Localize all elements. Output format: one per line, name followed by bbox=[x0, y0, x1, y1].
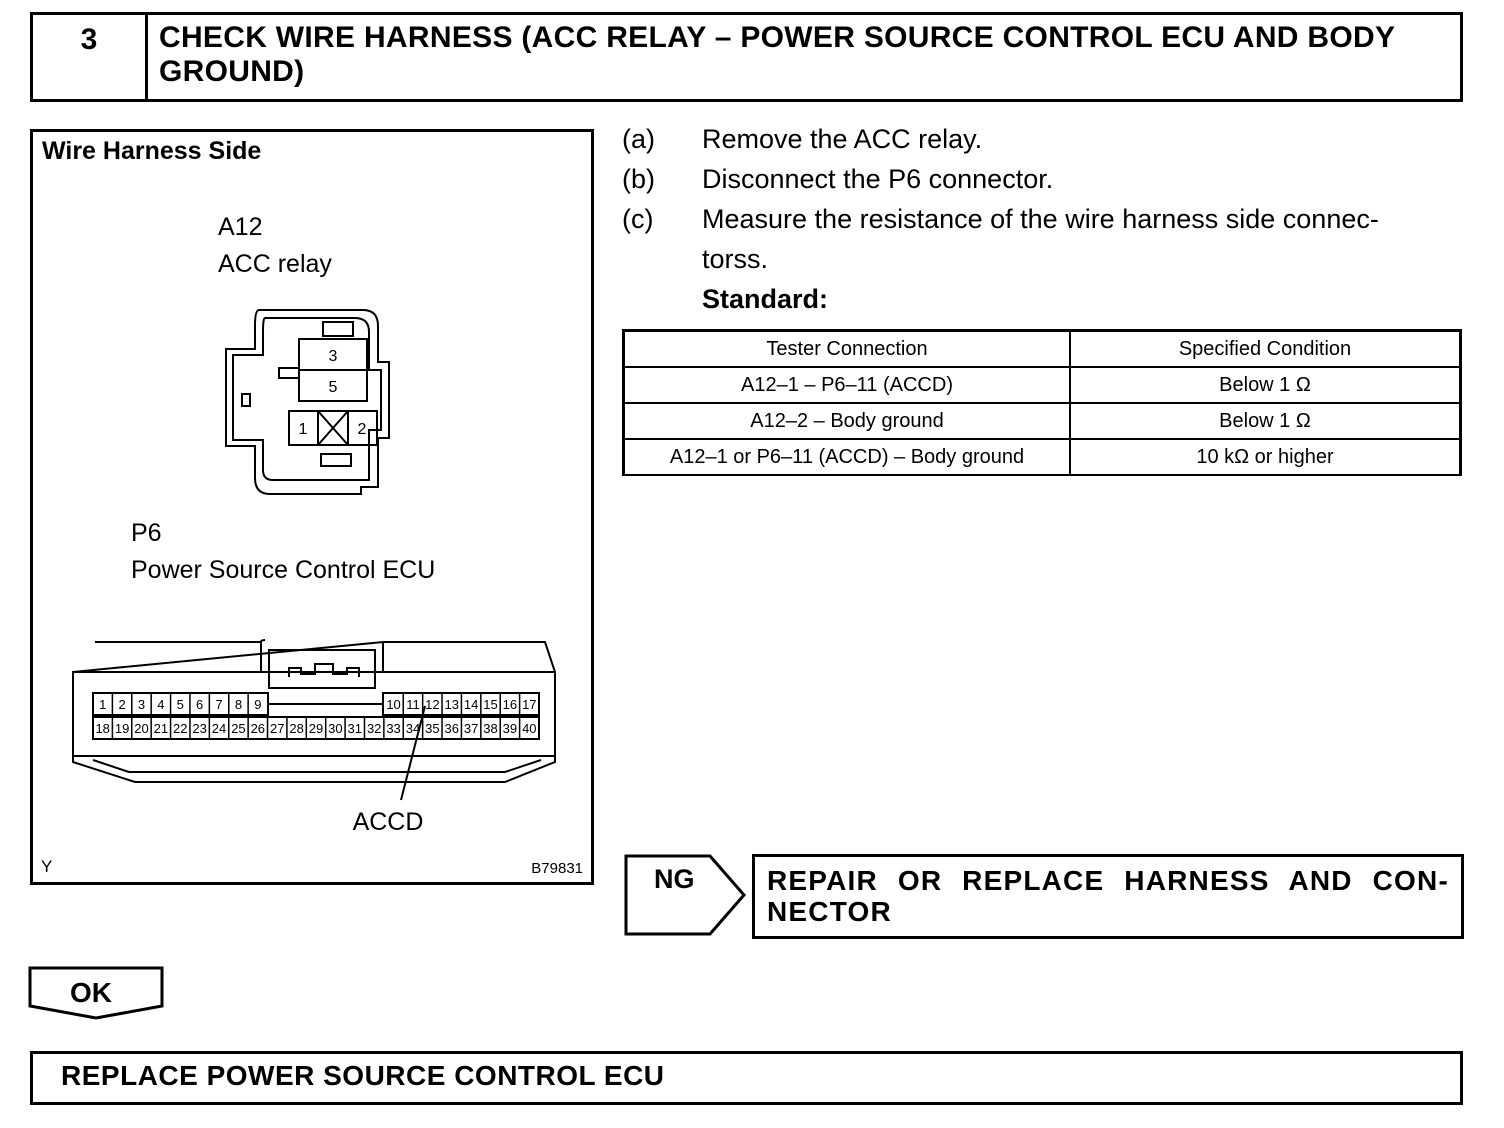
p6-pin-8: 8 bbox=[235, 697, 242, 712]
connector-diagram-svg: Wire Harness Side A12 ACC relay 3 5 1 2 bbox=[41, 137, 583, 877]
p6-pin-4: 4 bbox=[157, 697, 164, 712]
a12-name: ACC relay bbox=[218, 250, 332, 278]
p6-pin-12: 12 bbox=[425, 697, 439, 712]
diagram-title: Wire Harness Side bbox=[42, 137, 261, 165]
corner-label: Y bbox=[41, 857, 52, 876]
p6-pin-30: 30 bbox=[328, 721, 342, 736]
table-cell: A12–1 or P6–11 (ACCD) – Body ground bbox=[622, 438, 1071, 476]
p6-pin-16: 16 bbox=[503, 697, 517, 712]
ng-action-box: REPAIR OR REPLACE HARNESS AND CON- NECTO… bbox=[752, 854, 1464, 939]
step-a-letter: (a) bbox=[622, 124, 655, 154]
spec-table: Tester Connection Specified Condition A1… bbox=[622, 329, 1462, 476]
accd-leader-line bbox=[400, 705, 426, 801]
a12-connector bbox=[225, 309, 390, 495]
step-a-text: Remove the ACC relay. bbox=[702, 124, 983, 154]
p6-pin-1: 1 bbox=[99, 697, 106, 712]
p6-pin-26: 26 bbox=[251, 721, 265, 736]
p6-pin-37: 37 bbox=[464, 721, 478, 736]
ok-arrow-icon bbox=[28, 966, 164, 1020]
step-c-text-2: torss. bbox=[702, 244, 769, 274]
table-header-row: Tester Connection Specified Condition bbox=[622, 329, 1462, 368]
p6-pin-27: 27 bbox=[270, 721, 284, 736]
p6-pin-3: 3 bbox=[138, 697, 145, 712]
standard-label: Standard: bbox=[702, 284, 829, 314]
step-header: 3 CHECK WIRE HARNESS (ACC RELAY – POWER … bbox=[30, 12, 1463, 102]
p6-pin-31: 31 bbox=[348, 721, 362, 736]
step-c-text: Measure the resistance of the wire harne… bbox=[702, 204, 1379, 234]
table-cell: Below 1 Ω bbox=[1069, 402, 1462, 440]
p6-pin-36: 36 bbox=[445, 721, 459, 736]
a12-pin-2: 2 bbox=[358, 421, 367, 438]
ok-action-box: REPLACE POWER SOURCE CONTROL ECU bbox=[30, 1051, 1463, 1105]
accd-callout: ACCD bbox=[353, 808, 424, 836]
ng-label: NG bbox=[654, 864, 695, 894]
table-cell: A12–2 – Body ground bbox=[622, 402, 1071, 440]
p6-pin-28: 28 bbox=[289, 721, 303, 736]
p6-pin-2: 2 bbox=[118, 697, 125, 712]
p6-pin-10: 10 bbox=[386, 697, 400, 712]
p6-pin-9: 9 bbox=[254, 697, 261, 712]
step-c-letter: (c) bbox=[622, 204, 654, 234]
p6-pin-17: 17 bbox=[522, 697, 536, 712]
connector-diagram: Wire Harness Side A12 ACC relay 3 5 1 2 bbox=[30, 129, 594, 885]
p6-pin-21: 21 bbox=[154, 721, 168, 736]
p6-pin-24: 24 bbox=[212, 721, 226, 736]
p6-name: Power Source Control ECU bbox=[131, 556, 435, 584]
p6-pin-38: 38 bbox=[483, 721, 497, 736]
a12-pin-3: 3 bbox=[329, 348, 338, 365]
table-cell: Below 1 Ω bbox=[1069, 366, 1462, 404]
ng-arrow-icon bbox=[624, 854, 746, 936]
step-number: 3 bbox=[33, 15, 148, 99]
p6-pin-14: 14 bbox=[464, 697, 478, 712]
table-cell: 10 kΩ or higher bbox=[1069, 438, 1462, 476]
ok-action-text: REPLACE POWER SOURCE CONTROL ECU bbox=[61, 1060, 665, 1091]
table-header: Specified Condition bbox=[1069, 329, 1462, 368]
p6-pin-32: 32 bbox=[367, 721, 381, 736]
a12-code: A12 bbox=[218, 213, 262, 241]
table-header: Tester Connection bbox=[622, 329, 1071, 368]
p6-pin-6: 6 bbox=[196, 697, 203, 712]
p6-pin-22: 22 bbox=[173, 721, 187, 736]
p6-pin-5: 5 bbox=[177, 697, 184, 712]
figure-code: B79831 bbox=[531, 860, 583, 877]
p6-pin-11: 11 bbox=[406, 697, 420, 712]
p6-pin-23: 23 bbox=[192, 721, 206, 736]
p6-pin-18: 18 bbox=[95, 721, 109, 736]
p6-pin-25: 25 bbox=[231, 721, 245, 736]
p6-pin-33: 33 bbox=[386, 721, 400, 736]
p6-pin-13: 13 bbox=[445, 697, 459, 712]
table-row: A12–2 – Body ground Below 1 Ω bbox=[622, 402, 1462, 440]
ok-label: OK bbox=[70, 977, 112, 1008]
table-row: A12–1 or P6–11 (ACCD) – Body ground 10 k… bbox=[622, 438, 1462, 476]
step-b-letter: (b) bbox=[622, 164, 655, 194]
p6-pin-40: 40 bbox=[522, 721, 536, 736]
p6-code: P6 bbox=[131, 519, 162, 547]
p6-pin-35: 35 bbox=[425, 721, 439, 736]
a12-pin-5: 5 bbox=[329, 379, 338, 396]
a12-pin-1: 1 bbox=[299, 421, 308, 438]
p6-pin-15: 15 bbox=[483, 697, 497, 712]
table-row: A12–1 – P6–11 (ACCD) Below 1 Ω bbox=[622, 366, 1462, 404]
p6-pin-34: 34 bbox=[406, 721, 420, 736]
p6-pin-20: 20 bbox=[134, 721, 148, 736]
table-cell: A12–1 – P6–11 (ACCD) bbox=[622, 366, 1071, 404]
p6-pin-19: 19 bbox=[115, 721, 129, 736]
p6-pin-39: 39 bbox=[503, 721, 517, 736]
step-b-text: Disconnect the P6 connector. bbox=[702, 164, 1054, 194]
step-title: CHECK WIRE HARNESS (ACC RELAY – POWER SO… bbox=[159, 21, 1395, 88]
ng-action-text: REPAIR OR REPLACE HARNESS AND CON- NECTO… bbox=[767, 865, 1449, 927]
p6-pin-7: 7 bbox=[215, 697, 222, 712]
p6-connector bbox=[72, 639, 556, 783]
p6-pin-29: 29 bbox=[309, 721, 323, 736]
